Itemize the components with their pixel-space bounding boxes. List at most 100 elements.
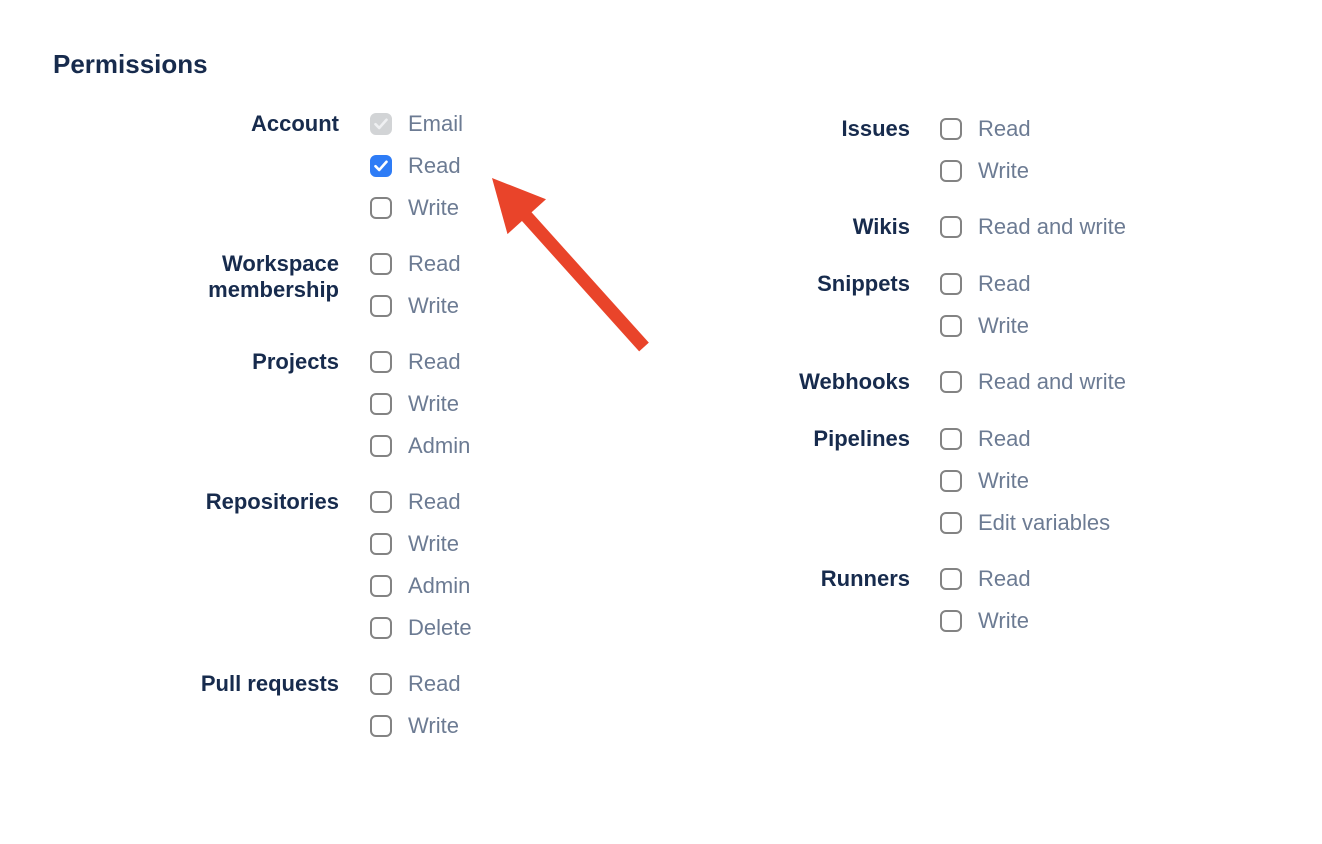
checkbox-webhooks-read-and-write[interactable] xyxy=(940,371,962,393)
permission-option-snippets-read[interactable]: Read xyxy=(940,272,1031,296)
permission-group-options: Read and write xyxy=(940,215,1126,239)
permission-option-projects-read[interactable]: Read xyxy=(370,350,470,374)
permission-group-label: Repositories xyxy=(205,489,339,514)
permission-group-options: Email Read Write xyxy=(370,112,463,220)
permission-option-account-write[interactable]: Write xyxy=(370,196,463,220)
permission-group-options: Read Write Admin xyxy=(370,350,470,458)
permission-group-options: Read Write xyxy=(940,567,1031,633)
permission-option-runners-write[interactable]: Write xyxy=(940,609,1031,633)
permission-option-label: Write xyxy=(408,713,459,738)
checkbox-pipelines-read[interactable] xyxy=(940,428,962,450)
permission-option-workspace-membership-write[interactable]: Write xyxy=(370,294,461,318)
permission-option-repositories-admin[interactable]: Admin xyxy=(370,574,472,598)
checkbox-pull-requests-write[interactable] xyxy=(370,715,392,737)
checkbox-wikis-read-and-write[interactable] xyxy=(940,216,962,238)
checkbox-projects-admin[interactable] xyxy=(370,435,392,457)
checkbox-account-write[interactable] xyxy=(370,197,392,219)
permissions-column-left: Account Email Read Write Workspace membe… xyxy=(159,111,472,770)
permission-group-pipelines: Pipelines Read Write Edit variables xyxy=(750,426,1126,535)
checkmark-icon xyxy=(374,118,388,130)
checkbox-runners-read[interactable] xyxy=(940,568,962,590)
checkbox-runners-write[interactable] xyxy=(940,610,962,632)
permission-option-repositories-write[interactable]: Write xyxy=(370,532,472,556)
permission-group-snippets: Snippets Read Write xyxy=(750,271,1126,338)
permission-option-label: Write xyxy=(408,293,459,318)
permission-group-pull-requests: Pull requests Read Write xyxy=(159,671,472,738)
permission-group-label: Account xyxy=(251,111,339,136)
permission-group-options: Read Write xyxy=(370,672,461,738)
checkbox-pipelines-write[interactable] xyxy=(940,470,962,492)
checkbox-repositories-delete[interactable] xyxy=(370,617,392,639)
permission-option-label: Email xyxy=(408,111,464,136)
permission-option-label: Read xyxy=(408,489,461,514)
permission-group-webhooks: Webhooks Read and write xyxy=(750,369,1126,395)
permission-option-label: Admin xyxy=(408,573,471,598)
permission-group-label: Runners xyxy=(820,566,910,591)
permissions-column-right: Issues Read Write Wikis Read and write xyxy=(750,116,1126,665)
permission-option-account-read[interactable]: Read xyxy=(370,154,463,178)
checkbox-account-read[interactable] xyxy=(370,155,392,177)
checkbox-pipelines-edit-variables[interactable] xyxy=(940,512,962,534)
permission-option-label: Write xyxy=(978,158,1029,183)
permission-option-repositories-delete[interactable]: Delete xyxy=(370,616,472,640)
permission-option-snippets-write[interactable]: Write xyxy=(940,314,1031,338)
permission-group-workspace-membership: Workspace membership Read Write xyxy=(159,251,472,318)
permission-option-label: Read xyxy=(978,116,1031,141)
permission-option-projects-admin[interactable]: Admin xyxy=(370,434,470,458)
checkbox-projects-write[interactable] xyxy=(370,393,392,415)
permission-option-pull-requests-write[interactable]: Write xyxy=(370,714,461,738)
permission-option-label: Delete xyxy=(408,615,472,640)
checkbox-account-email xyxy=(370,113,392,135)
permission-option-issues-read[interactable]: Read xyxy=(940,117,1031,141)
permission-group-label: Issues xyxy=(841,116,911,141)
permission-group-label: Pipelines xyxy=(813,426,910,451)
permission-group-options: Read Write xyxy=(940,272,1031,338)
checkbox-workspace-membership-read[interactable] xyxy=(370,253,392,275)
checkbox-projects-read[interactable] xyxy=(370,351,392,373)
permission-option-pull-requests-read[interactable]: Read xyxy=(370,672,461,696)
checkbox-snippets-read[interactable] xyxy=(940,273,962,295)
checkbox-pull-requests-read[interactable] xyxy=(370,673,392,695)
permission-option-label: Read xyxy=(978,271,1031,296)
permission-option-label: Read and write xyxy=(978,369,1126,394)
permission-option-label: Write xyxy=(978,468,1029,493)
red-arrow-annotation-icon xyxy=(492,178,649,352)
permission-option-label: Read xyxy=(408,349,461,374)
permission-option-pipelines-write[interactable]: Write xyxy=(940,469,1110,493)
checkbox-issues-write[interactable] xyxy=(940,160,962,182)
permission-option-projects-write[interactable]: Write xyxy=(370,392,470,416)
permission-group-wikis: Wikis Read and write xyxy=(750,214,1126,240)
checkmark-icon xyxy=(374,160,388,172)
checkbox-repositories-write[interactable] xyxy=(370,533,392,555)
page-title: Permissions xyxy=(53,49,208,79)
permission-option-label: Write xyxy=(978,608,1029,633)
permission-option-label: Write xyxy=(408,195,459,220)
checkbox-snippets-write[interactable] xyxy=(940,315,962,337)
permission-group-runners: Runners Read Write xyxy=(750,566,1126,633)
permission-option-workspace-membership-read[interactable]: Read xyxy=(370,252,461,276)
permission-option-repositories-read[interactable]: Read xyxy=(370,490,472,514)
permission-group-issues: Issues Read Write xyxy=(750,116,1126,183)
permission-group-label: Workspace membership xyxy=(208,251,339,302)
permission-group-options: Read Write Edit variables xyxy=(940,427,1110,535)
permission-option-webhooks-read-and-write[interactable]: Read and write xyxy=(940,370,1126,394)
permission-option-pipelines-read[interactable]: Read xyxy=(940,427,1110,451)
permission-option-label: Read xyxy=(408,153,461,178)
permission-option-wikis-read-and-write[interactable]: Read and write xyxy=(940,215,1126,239)
permission-option-pipelines-edit-variables[interactable]: Edit variables xyxy=(940,511,1110,535)
permission-option-runners-read[interactable]: Read xyxy=(940,567,1031,591)
permission-group-account: Account Email Read Write xyxy=(159,111,472,220)
permission-group-options: Read Write xyxy=(370,252,461,318)
permission-group-projects: Projects Read Write Admin xyxy=(159,349,472,458)
permission-option-issues-write[interactable]: Write xyxy=(940,159,1031,183)
permission-option-label: Edit variables xyxy=(978,510,1111,535)
permission-group-label: Snippets xyxy=(817,271,910,296)
permission-group-options: Read Write xyxy=(940,117,1031,183)
permission-option-label: Write xyxy=(408,391,459,416)
checkbox-repositories-admin[interactable] xyxy=(370,575,392,597)
checkbox-workspace-membership-write[interactable] xyxy=(370,295,392,317)
permission-group-options: Read Write Admin Delete xyxy=(370,490,472,640)
checkbox-issues-read[interactable] xyxy=(940,118,962,140)
checkbox-repositories-read[interactable] xyxy=(370,491,392,513)
